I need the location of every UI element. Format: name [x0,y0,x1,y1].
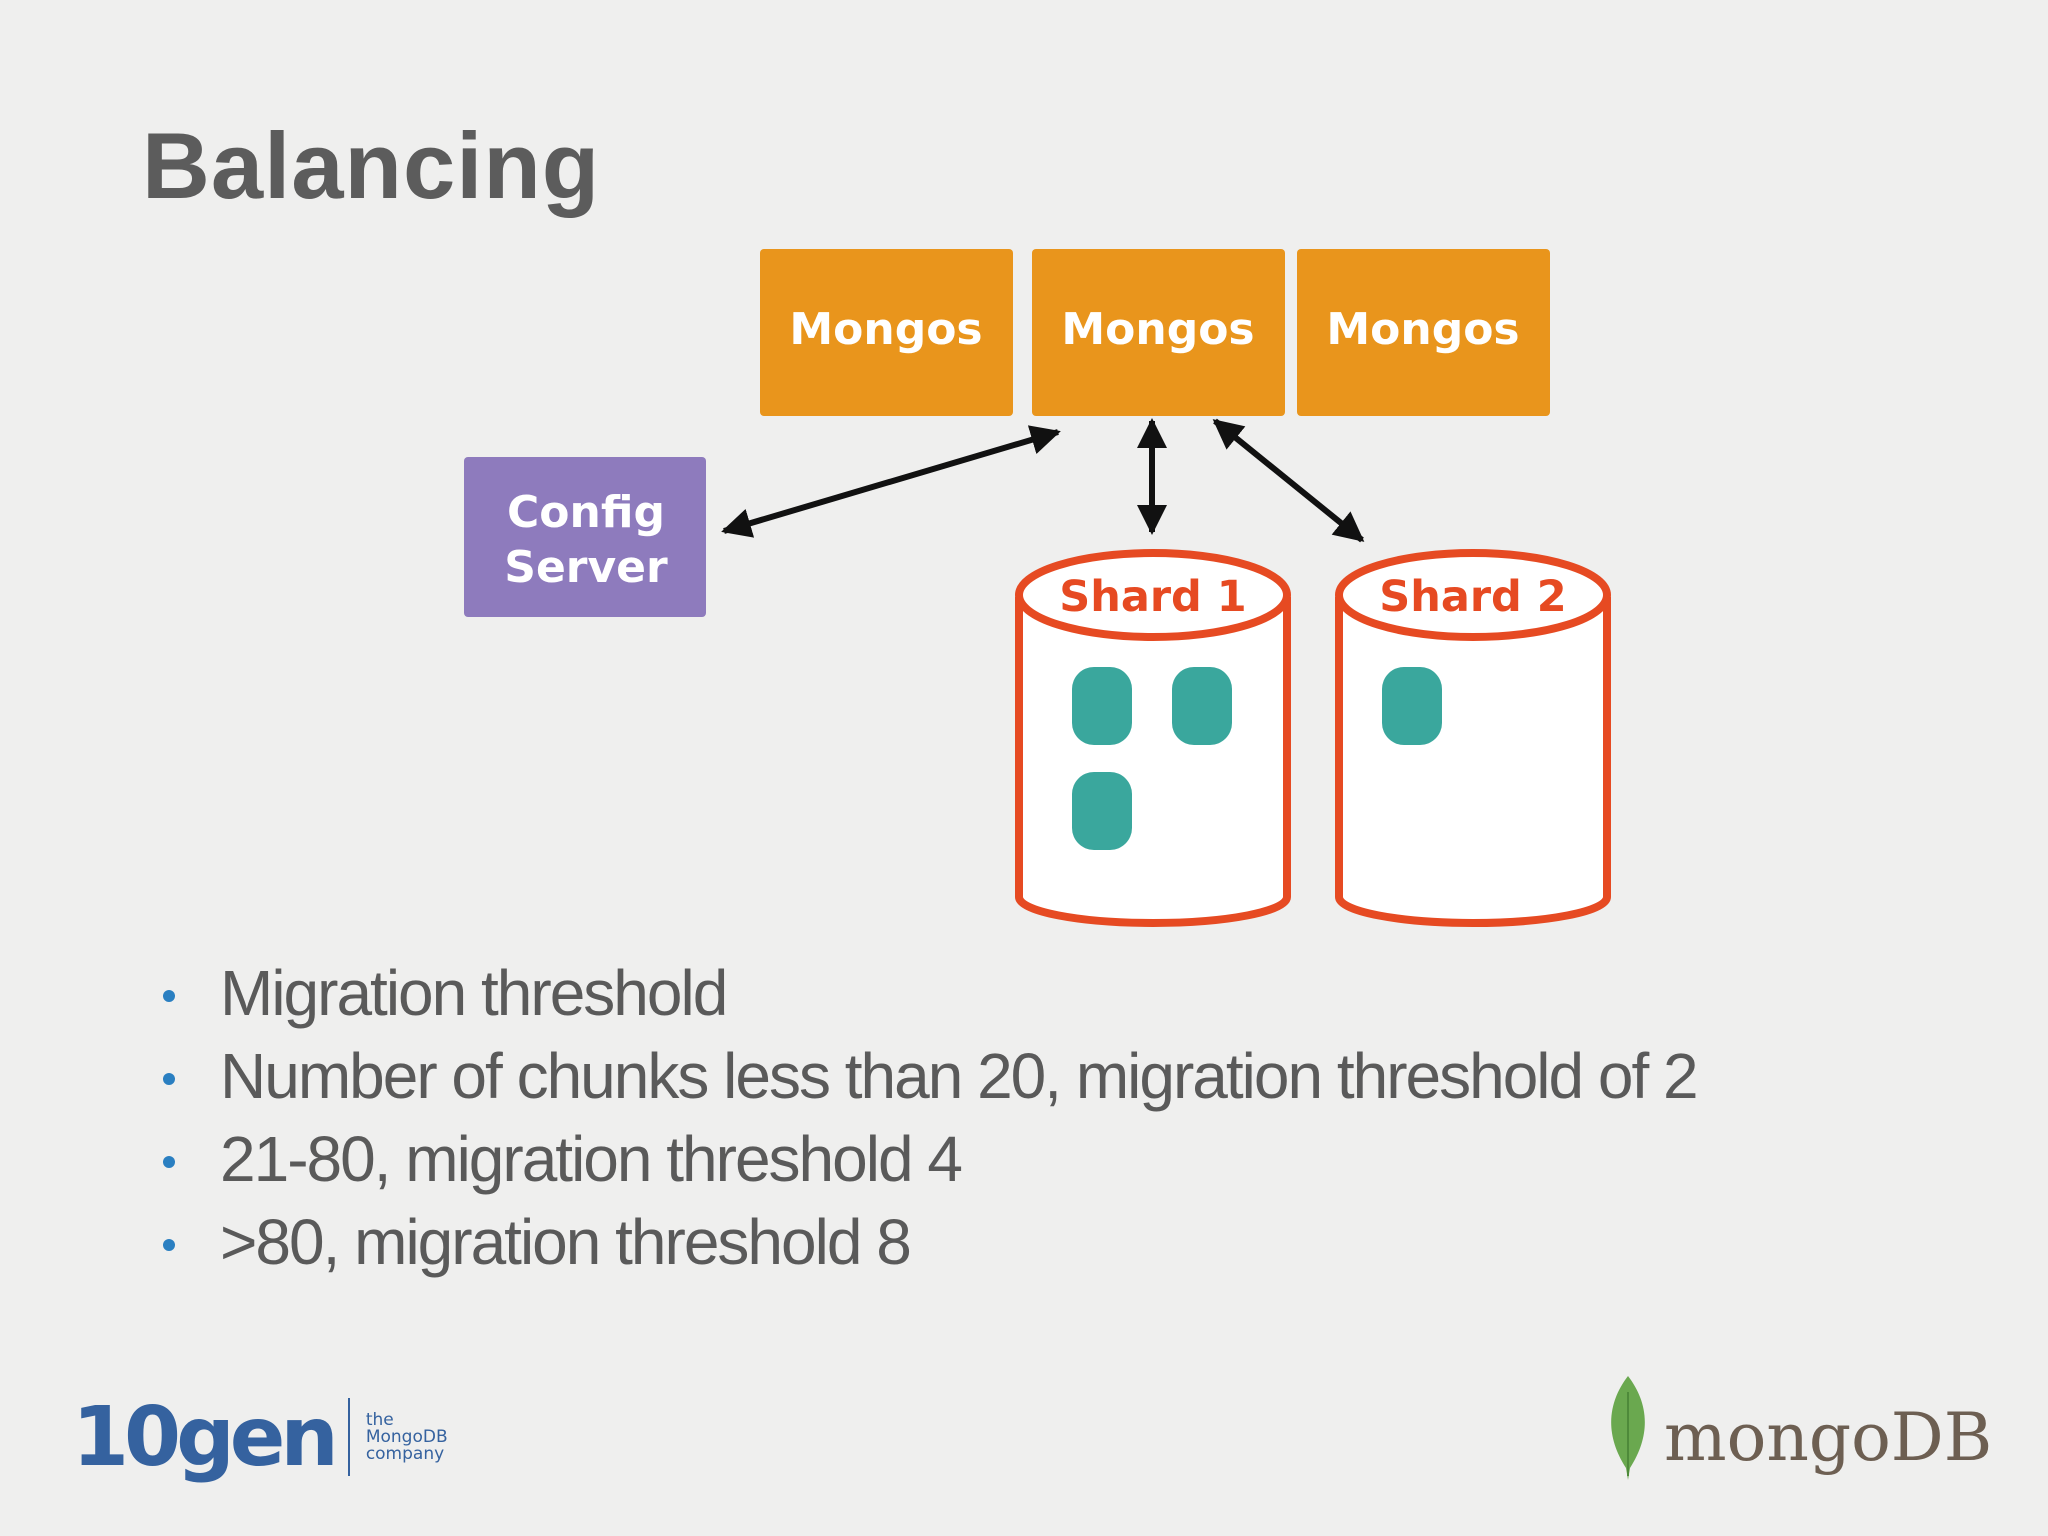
config-server-label-line2: Server [504,542,668,593]
shard-2-label: Shard 2 [1379,572,1566,622]
slide-title: Balancing [142,113,601,218]
bullet-text: Migration threshold [220,957,728,1029]
bullet-text: >80, migration threshold 8 [220,1206,912,1278]
chunk [1072,667,1132,745]
bullet-dot-icon [163,1239,175,1251]
10gen-logo-text: 10gen [72,1389,339,1485]
chunk [1072,772,1132,850]
chunk [1382,667,1442,745]
mongos-box-2: Mongos [1032,249,1285,416]
bullet-text: Number of chunks less than 20, migration… [220,1040,1699,1112]
bullet-item: >80, migration threshold 8 [160,1201,1697,1284]
config-server-label-line1: Config [507,487,665,538]
config-server-box: Config Server [464,457,706,617]
10gen-tagline: the MongoDB company [365,1409,448,1464]
mongodb-logo-text: mongoDB [1664,1399,1993,1476]
mongos-label: Mongos [1326,304,1519,355]
bullet-item: Migration threshold [160,952,1697,1035]
mongodb-logo: mongoDB [1600,1372,1992,1484]
leaf-icon [1611,1376,1645,1480]
bullet-dot-icon [163,990,175,1002]
shard-1-label: Shard 1 [1059,572,1246,622]
bullet-dot-icon [163,1073,175,1085]
mongos-box-1: Mongos [760,249,1013,416]
tagline-line-1: the [365,1409,394,1430]
tagline-line-3: company [365,1443,445,1464]
10gen-logo: 10gen the MongoDB company [72,1389,448,1485]
mongos-box-3: Mongos [1297,249,1550,416]
bullet-dot-icon [163,1156,175,1168]
chunk [1172,667,1232,745]
bullet-list: Migration threshold Number of chunks les… [160,952,1699,1284]
bullet-item: Number of chunks less than 20, migration… [160,1035,1699,1118]
bullet-text: 21-80, migration threshold 4 [220,1123,963,1195]
bullet-item: 21-80, migration threshold 4 [160,1118,1697,1201]
arrow-config-to-mongos [721,425,1061,538]
mongos-label: Mongos [1061,304,1254,355]
mongos-label: Mongos [789,304,982,355]
shard-2-cylinder: Shard 2 [1335,549,1611,927]
logo-divider [347,1398,350,1476]
arrow-mongos-to-shard-2 [1212,418,1365,543]
shard-1-cylinder: Shard 1 [1015,549,1291,927]
tagline-line-2: MongoDB [365,1426,448,1447]
